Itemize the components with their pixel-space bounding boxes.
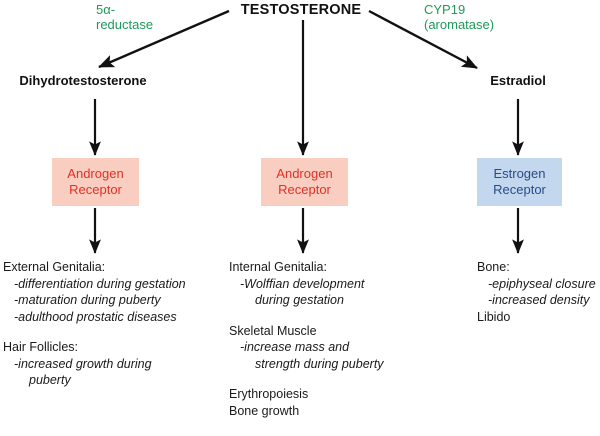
effects-list-testosterone: Internal Genitalia: -Wolffian developmen… — [229, 259, 454, 419]
receptor-middle-line2: Receptor — [278, 182, 331, 197]
effects-left-item-prostatic: -adulthood prostatic diseases — [14, 309, 177, 324]
effects-middle-item-gestation: during gestation — [255, 293, 344, 307]
receptor-right-line1: Estrogen — [493, 166, 546, 181]
effects-right-bone-header: Bone: — [477, 260, 510, 274]
effects-right-item-epiphyseal: -epiphyseal closure — [488, 276, 596, 291]
effects-middle-internal-genitalia-header: Internal Genitalia: — [229, 260, 327, 274]
enzyme-cyp19-line2: (aromatase) — [424, 17, 495, 32]
effects-left-external-genitalia-header: External Genitalia: — [3, 260, 106, 274]
effects-middle-item-strength-puberty: strength during puberty — [255, 356, 384, 371]
receptor-middle-line1: Androgen — [276, 166, 333, 181]
receptor-right-line2: Receptor — [493, 182, 546, 197]
effects-right-libido: Libido — [477, 309, 511, 324]
effects-left-hair-follicles-header: Hair Follicles: — [3, 340, 79, 354]
effects-middle-spacer-2 — [229, 372, 454, 386]
effects-right-item-density: -increased density — [488, 293, 590, 307]
receptor-box-estrogen-right: Estrogen Receptor — [477, 158, 562, 206]
effects-left-spacer — [3, 325, 218, 339]
enzyme-label-5alpha-reductase: 5α- reductase — [96, 2, 153, 32]
effects-left-item-maturation: -maturation during puberty — [14, 293, 161, 307]
effects-left-item-hair-growth: -increased growth during — [14, 356, 152, 371]
receptor-left-line2: Receptor — [69, 182, 122, 197]
node-testosterone: TESTOSTERONE — [240, 2, 362, 18]
effects-middle-erythropoiesis: Erythropoiesis — [229, 387, 309, 401]
effects-middle-spacer-1 — [229, 309, 454, 323]
node-dihydrotestosterone: Dihydrotestosterone — [19, 73, 147, 88]
effects-list-estradiol: Bone: -epiphyseal closure -increased den… — [477, 259, 600, 325]
effects-middle-skeletal-muscle-header: Skeletal Muscle — [229, 323, 317, 338]
effects-middle-item-wolffian: -Wolffian development — [240, 276, 365, 291]
enzyme-5alpha-reductase-line1: 5α- — [96, 2, 116, 17]
receptor-left-line1: Androgen — [67, 166, 124, 181]
effects-left-item-differentiation: -differentiation during gestation — [14, 276, 186, 291]
enzyme-label-cyp19-aromatase: CYP19 (aromatase) — [424, 2, 494, 32]
node-estradiol: Estradiol — [490, 73, 546, 88]
effects-middle-bone-growth: Bone growth — [229, 403, 300, 418]
effects-list-dht: External Genitalia: -differentiation dur… — [3, 259, 218, 389]
receptor-box-androgen-middle: Androgen Receptor — [261, 158, 348, 206]
effects-middle-item-increase-mass: -increase mass and — [240, 340, 350, 354]
enzyme-cyp19-line1: CYP19 — [424, 2, 466, 17]
enzyme-5alpha-reductase-line2: reductase — [96, 17, 154, 32]
receptor-box-androgen-left: Androgen Receptor — [52, 158, 139, 206]
effects-left-item-hair-puberty: puberty — [29, 373, 71, 387]
